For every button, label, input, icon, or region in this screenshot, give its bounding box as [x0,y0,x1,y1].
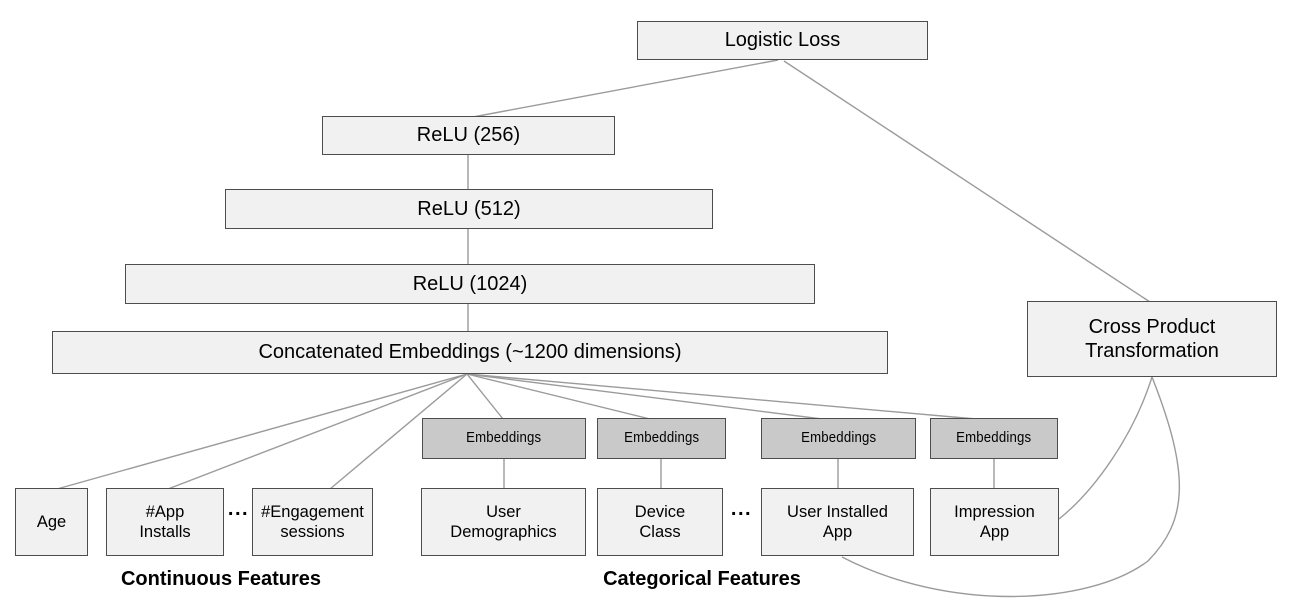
node-relu-1024: ReLU (1024) [125,264,815,304]
embeddings-3-label: Embeddings [800,429,877,447]
continuous-features-label: Continuous Features [120,568,321,590]
embeddings-4-label: Embeddings [956,429,1032,447]
embeddings-2-label: Embeddings [623,429,700,447]
node-cross-product-transformation: Cross Product Transformation [1027,301,1277,377]
node-relu-256: ReLU (256) [322,116,615,155]
edge-concat-age [56,373,468,490]
embeddings-1-label: Embeddings [466,429,542,447]
ellipsis-continuous: ... [227,497,250,520]
edge-concat-embed3 [466,373,823,420]
node-age: Age [15,488,88,556]
categorical-features-label: Categorical Features [603,568,801,590]
edge-crossproduct-impressionapp [1058,376,1153,520]
node-engagement-sessions: #Engagement sessions [252,488,373,556]
node-relu-512: ReLU (512) [225,189,713,229]
node-embeddings-3: Embeddings [761,418,916,459]
edge-crossproduct-userinstalledapp [841,376,1181,598]
edge-loss-relu256 [472,59,779,118]
node-logistic-loss: Logistic Loss [637,21,928,60]
node-user-demographics: User Demographics [421,488,586,556]
ellipsis-categorical: ... [730,497,753,520]
edge-loss-crossproduct [783,60,1151,303]
edge-concat-embed4 [466,373,977,420]
node-app-installs: #App Installs [106,488,224,556]
node-device-class: Device Class [597,488,723,556]
node-embeddings-2: Embeddings [597,418,726,459]
node-user-installed-app: User Installed App [761,488,914,556]
node-impression-app: Impression App [930,488,1059,556]
edge-concat-embed1 [466,373,504,420]
edge-concat-appinstalls [167,373,468,490]
node-embeddings-4: Embeddings [930,418,1058,459]
edge-concat-engagement [329,373,468,490]
node-concatenated-embeddings: Concatenated Embeddings (~1200 dimension… [52,331,888,374]
edge-concat-embed2 [466,373,651,420]
node-embeddings-1: Embeddings [422,418,586,459]
